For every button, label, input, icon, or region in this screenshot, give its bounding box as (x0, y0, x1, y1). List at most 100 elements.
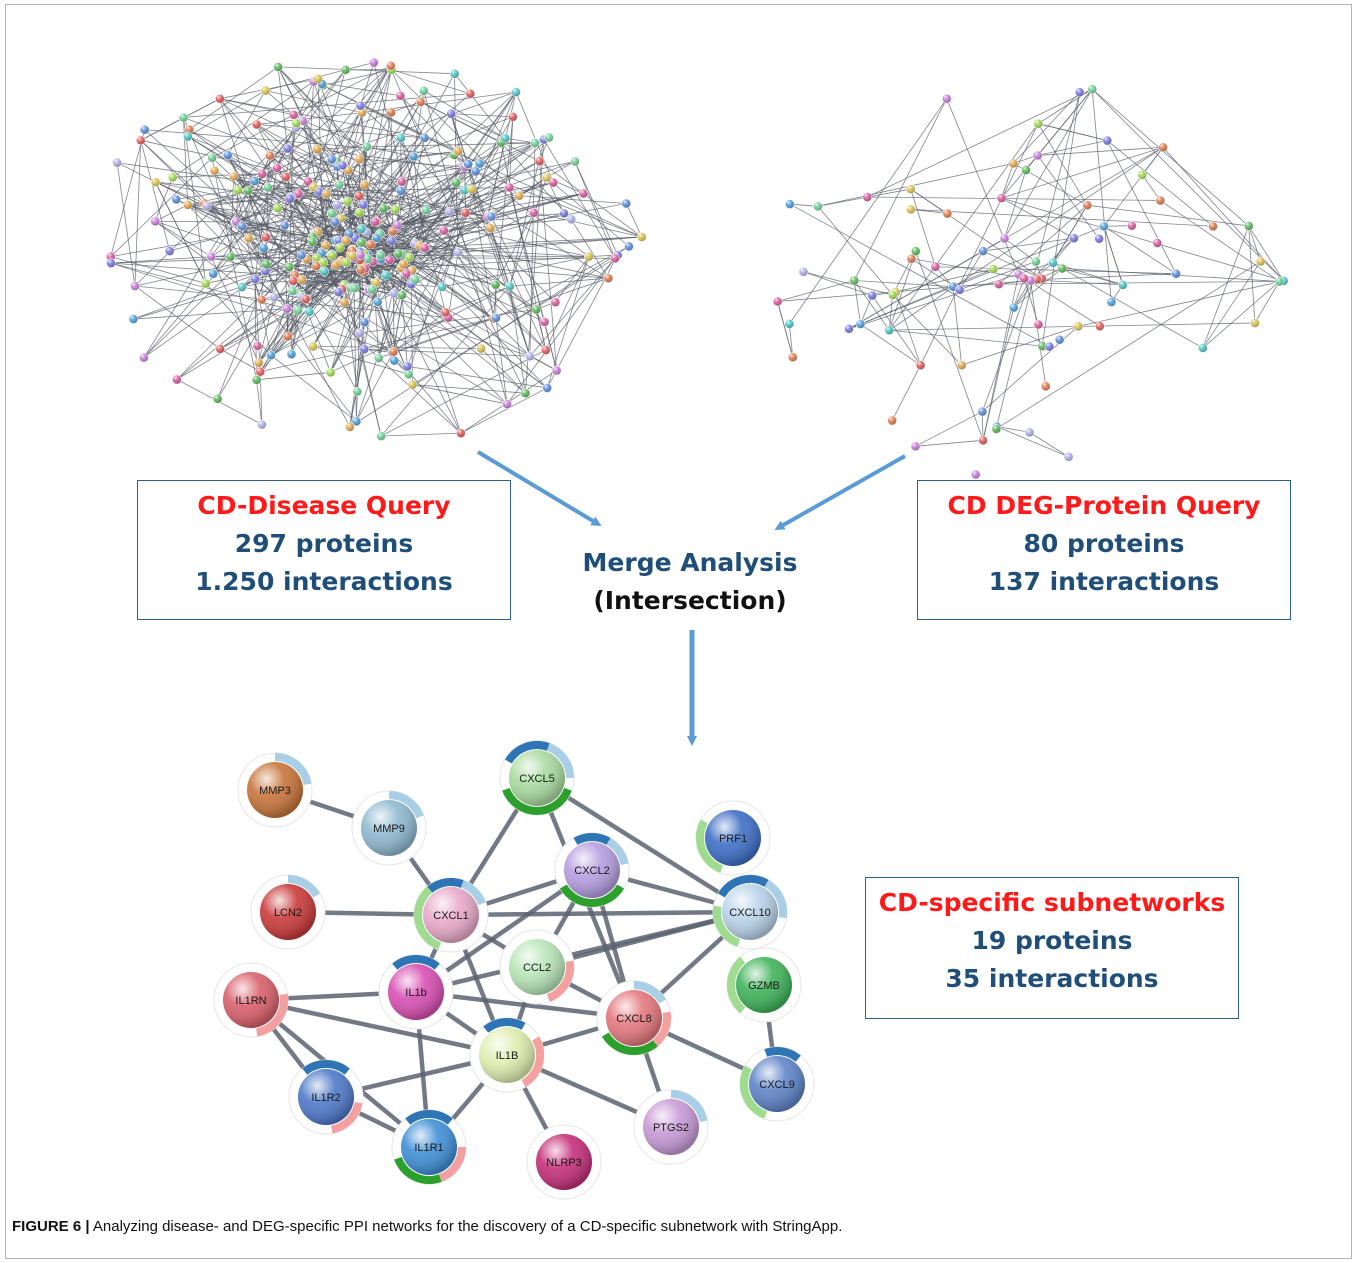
right-network-node-shine (978, 435, 988, 445)
left-network-edge (155, 220, 236, 223)
left-network-edge (270, 354, 357, 422)
left-network-node-shine (550, 297, 560, 307)
node-ring-segment (559, 884, 625, 907)
node-label: PTGS2 (653, 1122, 689, 1134)
right-network-node-shine (855, 319, 865, 329)
right-network-edge (1160, 200, 1280, 282)
left-network-node-shine (437, 282, 447, 292)
node-label: IL1R2 (311, 1092, 340, 1104)
right-network-node-shine (888, 290, 898, 300)
right-network-node-shine (978, 246, 988, 256)
node-cxcl9: CXCL9 (739, 1046, 815, 1122)
node-label: CXCL10 (729, 907, 771, 919)
left-network-node-shine (366, 240, 376, 250)
left-network-node-shine (407, 380, 417, 390)
left-network-node-shine (128, 314, 138, 324)
right-network-edge (1103, 147, 1164, 227)
right-network-node-shine (1127, 221, 1137, 231)
node-label: CXCL2 (574, 865, 609, 877)
node-ring-segment (427, 878, 464, 893)
left-network-edge (420, 101, 502, 144)
left-network-node-shine (347, 251, 357, 261)
left-network-node-shine (410, 275, 420, 285)
left-network-edge (134, 285, 221, 350)
left-network-edge (187, 204, 336, 223)
left-network-edge (355, 351, 394, 422)
left-network-node-shine (459, 185, 469, 195)
cd-disease-network (105, 57, 647, 441)
left-network-edge (401, 295, 408, 367)
node-ring-segment (405, 1110, 453, 1125)
left-network-edge (277, 66, 402, 192)
right-network-edge (1254, 281, 1280, 324)
figure-caption-label: FIGURE 6 | (12, 1218, 90, 1235)
left-network-edge (317, 78, 364, 205)
left-network-node-shine (112, 158, 122, 168)
left-network-node-shine (171, 194, 181, 204)
left-network-node-shine (283, 331, 293, 341)
left-network-edge (204, 202, 317, 259)
left-network-edge (441, 256, 589, 288)
left-network-node-shine (140, 125, 150, 135)
left-network-edge (412, 258, 616, 385)
right-network-node-shine (1033, 119, 1043, 129)
node-il1b: IL1B (469, 1017, 545, 1093)
right-network-node-shine (1118, 280, 1128, 290)
right-network-edge (981, 280, 1031, 412)
left-network-node-shine (215, 94, 225, 104)
left-network-edge (287, 299, 307, 337)
right-network-node-shine (957, 360, 967, 370)
left-network-edge (342, 164, 537, 310)
left-network-edge (256, 124, 288, 149)
right-network-edge (1141, 174, 1161, 201)
right-network-node-shine (1244, 221, 1254, 231)
left-network-nodes (105, 57, 647, 441)
right-network-edge (888, 294, 894, 331)
right-network-node-shine (1057, 263, 1067, 273)
left-network-node-shine (378, 203, 388, 213)
left-network-edge (313, 65, 392, 188)
left-network-edge (285, 146, 367, 178)
node-ptgs2: PTGS2 (633, 1089, 709, 1165)
left-network-edge (116, 162, 136, 287)
node-ring-segment (392, 955, 440, 970)
left-network-node-shine (491, 313, 501, 323)
right-network-edge (915, 250, 984, 441)
right-network-node-shine (906, 204, 916, 214)
left-network-node-shine (213, 394, 223, 404)
right-network-node-shine (798, 267, 808, 277)
left-network-edge (210, 256, 260, 363)
right-network-edge (1029, 431, 1069, 458)
left-network-edge (110, 129, 146, 257)
left-network-node-shine (272, 163, 282, 173)
left-network-node-shine (354, 154, 364, 164)
right-network-edge (889, 322, 1255, 331)
merge-analysis-line1: Merge Analysis (582, 548, 798, 577)
cd-specific-title: CD-specific subnetworks (878, 888, 1226, 917)
left-network-edge (338, 146, 368, 293)
right-network-node-shine (1094, 234, 1104, 244)
right-network-edge (982, 237, 1074, 252)
node-ring-segment (727, 956, 746, 1014)
left-network-edge (237, 189, 347, 263)
right-network-node-shine (785, 199, 795, 209)
left-network-node-shine (297, 275, 307, 285)
left-network-node-shine (321, 189, 331, 199)
left-network-node-shine (525, 351, 535, 361)
node-ball-shine (509, 750, 565, 806)
node-ring-segment (521, 1036, 544, 1088)
node-label: LCN2 (274, 907, 302, 919)
left-network-edge (134, 285, 449, 319)
merge-analysis-label: Merge Analysis (Intersection) (560, 544, 820, 620)
left-network-node-shine (395, 91, 405, 101)
node-cxcl5: CXCL5 (499, 740, 575, 816)
left-network-node-shine (392, 220, 402, 230)
left-network-node-shine (451, 178, 461, 188)
left-network-node-shine (624, 241, 634, 251)
right-network-edge (982, 274, 1019, 441)
right-network-edge (982, 250, 1042, 279)
right-network-edge (1091, 89, 1112, 303)
left-network-edge (277, 66, 289, 149)
left-network-node-shine (257, 419, 267, 429)
left-network-edge (574, 161, 616, 259)
